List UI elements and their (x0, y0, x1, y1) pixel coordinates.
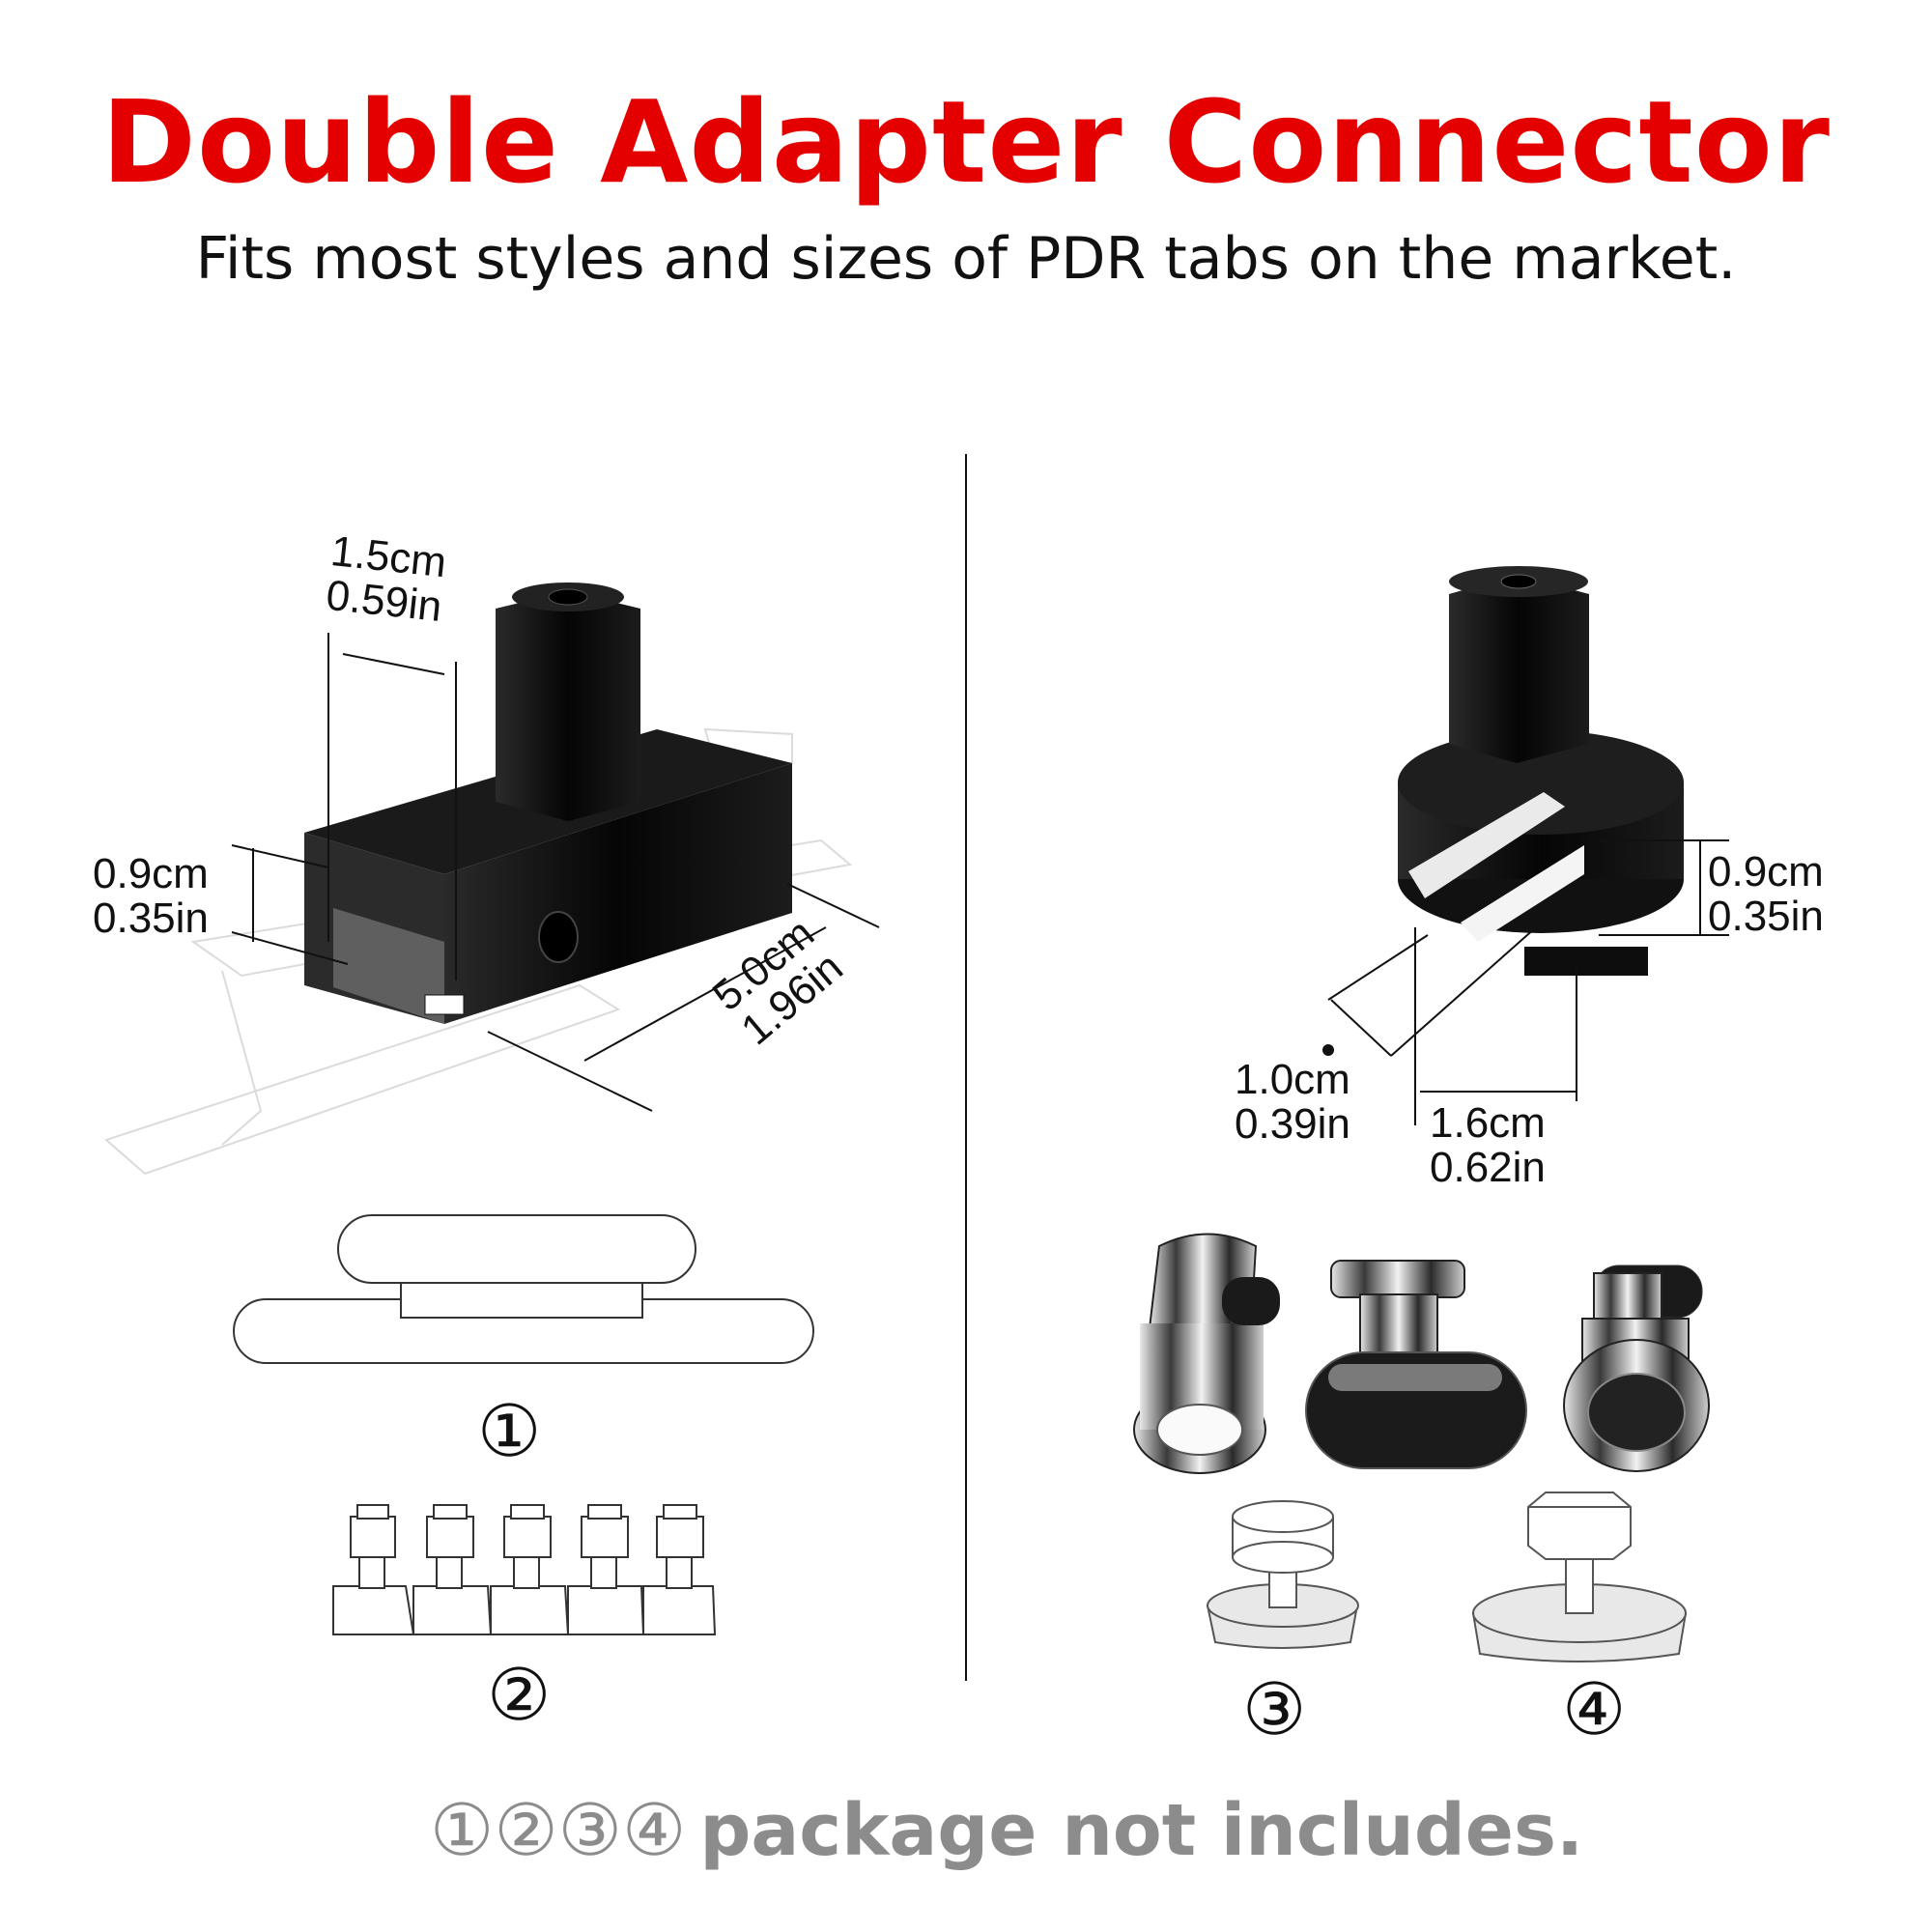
left-slot-cm: 0.9cm (93, 850, 209, 897)
chrome-tab-middle (1305, 1260, 1527, 1469)
mini-tab (642, 1504, 717, 1635)
left-slot-in: 0.35in (93, 895, 209, 943)
right-slot-height-cm: 0.9cm (1708, 848, 1824, 895)
mini-tab (412, 1504, 493, 1635)
right-slot-width-cm: 1.0cm (1235, 1056, 1350, 1103)
right-diameter-cm: 1.6cm (1430, 1099, 1546, 1147)
tab-illustration-4 (1471, 1492, 1688, 1662)
label-one: ① (477, 1390, 542, 1473)
mini-tab (490, 1504, 570, 1635)
mini-tab (567, 1504, 645, 1635)
mini-tab (332, 1504, 415, 1635)
left-height-dimension: 1.5cm 0.59in (324, 527, 448, 631)
page-subtitle: Fits most styles and sizes of PDR tabs o… (195, 225, 1737, 293)
chrome-tab-right (1563, 1264, 1710, 1472)
right-slot-height-dimension: 0.9cm 0.35in (1708, 848, 1824, 941)
right-diameter-dimension: 1.6cm 0.62in (1430, 1099, 1546, 1192)
tab-illustration-2 (332, 1504, 717, 1635)
label-three: ③ (1242, 1668, 1307, 1751)
right-slot-height-in: 0.35in (1708, 893, 1824, 941)
right-slot-width-dimension: 1.0cm 0.39in (1235, 1056, 1350, 1149)
chrome-tab-left (1133, 1233, 1280, 1474)
right-slot-width-in: 0.39in (1235, 1100, 1350, 1149)
right-dimension-lines (1322, 839, 1729, 1125)
footer-numbers: ①②③④ (430, 1789, 687, 1872)
right-diameter-in: 0.62in (1430, 1144, 1546, 1192)
tab-illustration-1 (233, 1214, 814, 1364)
left-dimension-lines (231, 633, 880, 1112)
label-two: ② (487, 1654, 552, 1737)
left-slot-dimension: 0.9cm 0.35in (93, 850, 209, 943)
tab-illustration-3 (1206, 1500, 1359, 1649)
left-adapter-block (304, 582, 792, 1024)
footer-text: package not includes. (699, 1789, 1584, 1872)
page-title: Double Adapter Connector (101, 75, 1831, 209)
label-four: ④ (1562, 1668, 1627, 1751)
right-adapter-body (1398, 566, 1684, 976)
